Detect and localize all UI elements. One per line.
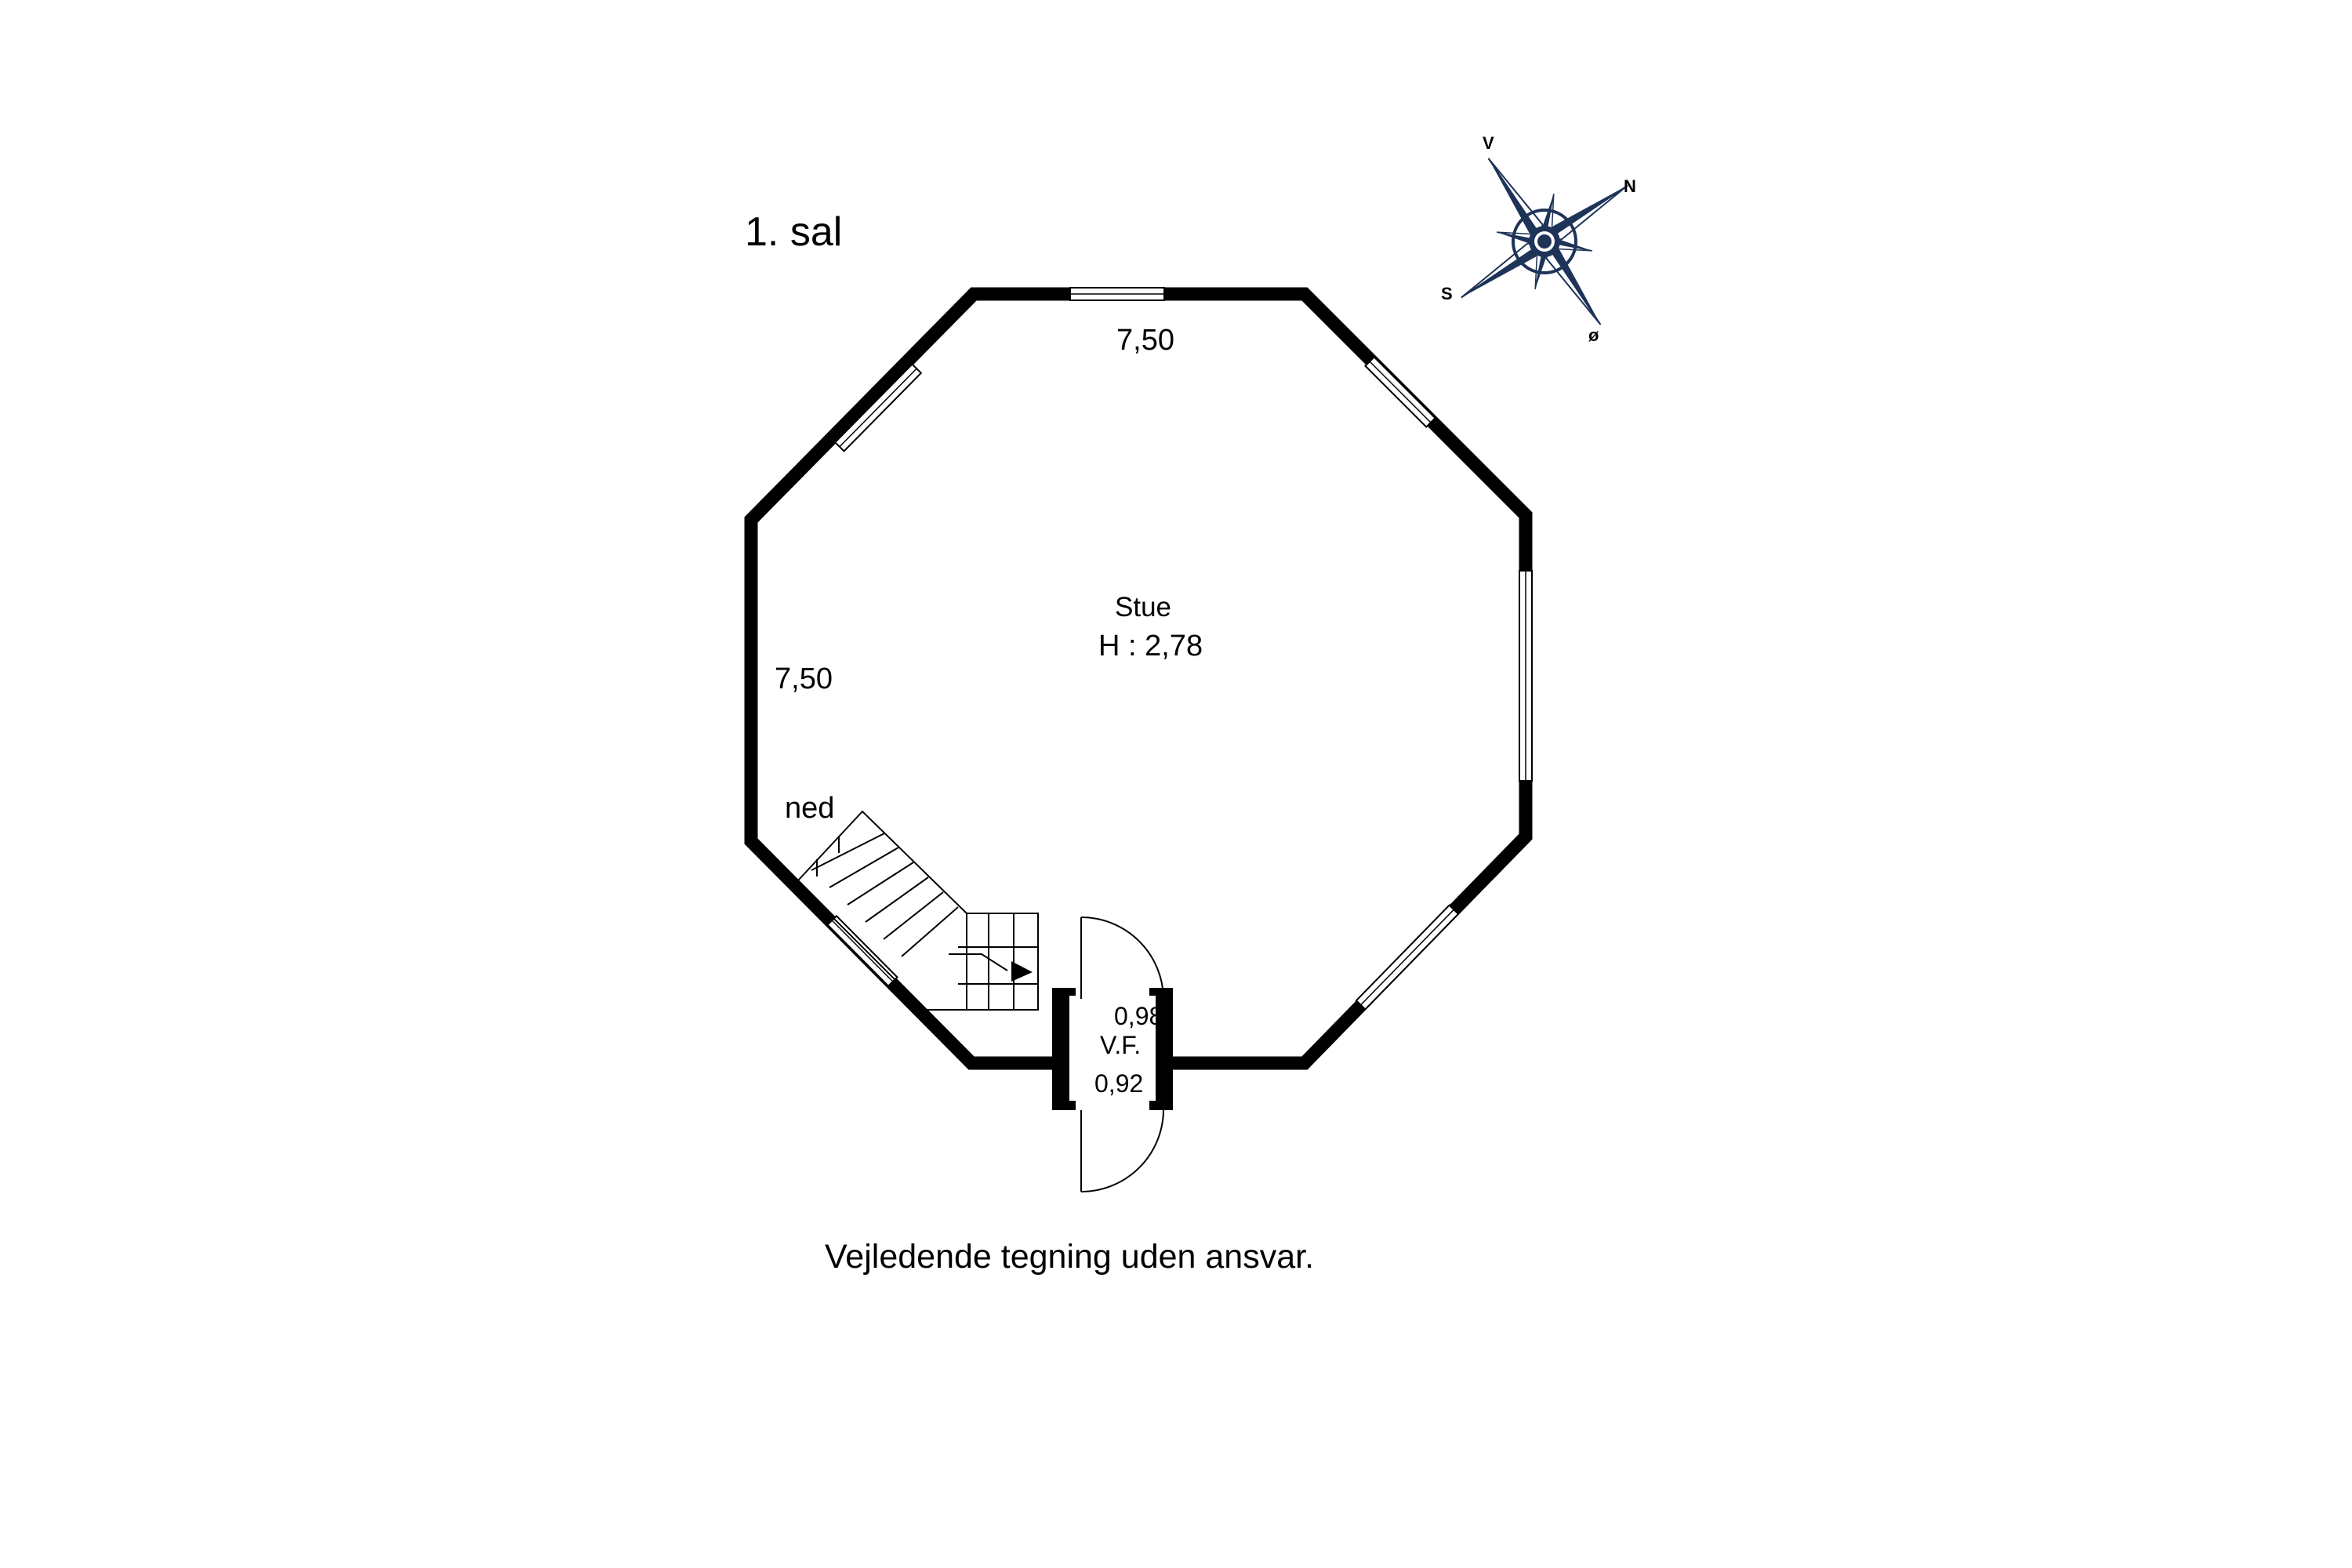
window-top-right (1364, 356, 1436, 428)
vestibule-walls (1052, 988, 1173, 1110)
compass-south-label: S (1441, 284, 1453, 303)
door-swing-outer (1080, 1109, 1164, 1192)
vestibule-name: V.F. (1100, 1031, 1142, 1059)
room-name: Stue (1115, 592, 1171, 622)
stair-label: ned (785, 792, 835, 825)
window-bottom-left (826, 914, 898, 988)
floor-title: 1. sal (745, 209, 843, 255)
window-top-left (833, 363, 923, 452)
vestibule-width-outer: 0,98 (1114, 1002, 1163, 1030)
staircase (797, 810, 1039, 1011)
window-right (1519, 570, 1533, 782)
compass-east-label: ø (1588, 325, 1599, 345)
compass-north-label: N (1624, 176, 1636, 196)
window-bottom-right (1355, 904, 1460, 1011)
window-top (1069, 287, 1165, 301)
disclaimer-text: Vejledende tegning uden ansvar. (825, 1238, 1315, 1276)
compass-rose-icon (1461, 158, 1628, 325)
room-height: H : 2,78 (1098, 630, 1203, 662)
dimension-left-wall: 7,50 (775, 662, 833, 695)
vestibule-width-inner: 0,92 (1094, 1069, 1144, 1098)
stair-direction-arrow-icon (1011, 961, 1033, 982)
dimension-top-wall: 7,50 (1116, 324, 1174, 357)
compass-west-label: V (1483, 133, 1494, 153)
door-swing-inner (1080, 916, 1164, 1000)
